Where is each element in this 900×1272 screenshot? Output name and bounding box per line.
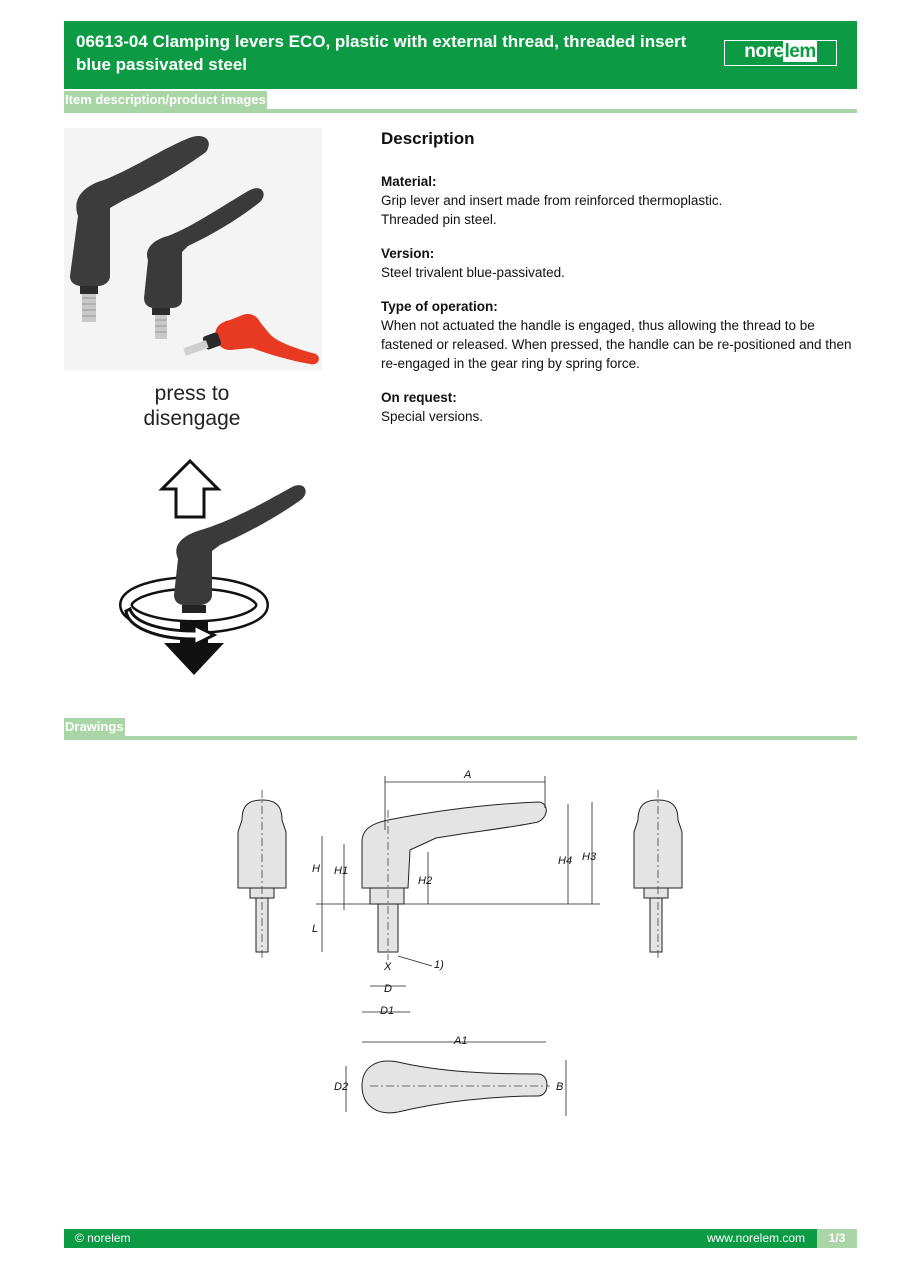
material-text-2: Threaded pin steel. <box>381 212 497 227</box>
footer-url[interactable]: www.norelem.com <box>706 1231 805 1245</box>
dim-h2: H2 <box>418 875 432 887</box>
version-text: Steel trivalent blue-passivated. <box>381 265 565 280</box>
page-header: 06613-04 Clamping levers ECO, plastic wi… <box>64 21 857 89</box>
request-label: On request: <box>381 390 457 405</box>
dim-a1: A1 <box>453 1035 467 1047</box>
version-block: Version: Steel trivalent blue-passivated… <box>381 244 861 282</box>
section-label-item-description: Item description/product images <box>64 91 267 109</box>
operation-block: Type of operation: When not actuated the… <box>381 297 861 373</box>
footer-copyright: © norelem <box>75 1231 131 1245</box>
product-photo <box>64 128 322 370</box>
section-divider <box>64 736 857 740</box>
page-title: 06613-04 Clamping levers ECO, plastic wi… <box>76 32 687 74</box>
dim-d: D <box>384 983 392 995</box>
dim-h: H <box>312 863 320 875</box>
dim-h3: H3 <box>582 851 597 863</box>
material-text-1: Grip lever and insert made from reinforc… <box>381 193 723 208</box>
technical-drawing: A H H1 H2 H4 H3 L X 1) D D1 A1 D2 B <box>220 760 720 1140</box>
page-number: 1/3 <box>817 1229 857 1248</box>
request-text: Special versions. <box>381 409 484 424</box>
page-footer: © norelem www.norelem.com 1/3 <box>64 1229 857 1248</box>
description-block: Description Material: Grip lever and ins… <box>381 128 861 441</box>
norelem-logo: norelem <box>724 40 837 66</box>
dim-a: A <box>463 769 471 781</box>
dim-d1: D1 <box>380 1005 394 1017</box>
dim-l: L <box>312 923 318 935</box>
dim-b: B <box>556 1081 563 1093</box>
section-divider <box>64 109 857 113</box>
description-heading: Description <box>381 129 475 148</box>
version-label: Version: <box>381 246 435 261</box>
dim-note: 1) <box>434 959 444 971</box>
dim-h4: H4 <box>558 855 572 867</box>
request-block: On request: Special versions. <box>381 388 861 426</box>
material-block: Material: Grip lever and insert made fro… <box>381 172 861 229</box>
operation-label: Type of operation: <box>381 299 498 314</box>
dim-h1: H1 <box>334 865 348 877</box>
press-to-disengage-caption: press to disengage <box>143 382 241 430</box>
operation-text: When not actuated the handle is engaged,… <box>381 318 852 371</box>
section-label-drawings: Drawings <box>64 718 125 736</box>
dim-x: X <box>383 961 392 973</box>
dim-d2: D2 <box>334 1081 348 1093</box>
operation-graphic <box>110 455 320 685</box>
material-label: Material: <box>381 174 437 189</box>
